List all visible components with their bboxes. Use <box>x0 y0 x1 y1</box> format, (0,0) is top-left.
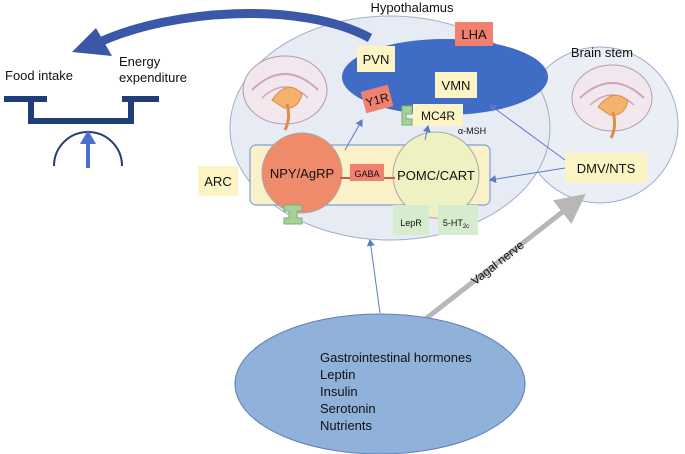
mc4r-label: MC4R <box>421 109 455 123</box>
lha-label: LHA <box>461 27 487 42</box>
alpha-msh-label: α-MSH <box>458 126 486 136</box>
energy-balance-scale <box>4 96 159 168</box>
periphery-item: Insulin <box>320 384 358 399</box>
arrow-brainstem-to-arc <box>489 167 566 184</box>
output-curved-arrow <box>98 9 373 47</box>
npy-agrp-label: NPY/AgRP <box>270 166 334 181</box>
periphery-item: Gastrointestinal hormones <box>320 350 472 365</box>
gaba-label: GABA <box>354 169 379 179</box>
periphery-item: Leptin <box>320 367 355 382</box>
y1r-label: Y1R <box>364 90 390 110</box>
mc4r-box <box>413 104 463 126</box>
brain-icon-hypothalamus <box>242 55 328 131</box>
brainstem-label: Brain stem <box>571 45 633 60</box>
arc-label: ARC <box>204 174 231 189</box>
ht2c-label: 5-HT2c <box>443 218 469 230</box>
arc-label-box <box>198 166 238 196</box>
dmv-nts-label: DMV/NTS <box>577 161 636 176</box>
pvn-label: PVN <box>363 52 390 67</box>
periphery-item: Serotonin <box>320 401 376 416</box>
arrow-periphery-to-arc <box>366 239 381 314</box>
mc4r-receptor-icon <box>401 105 413 126</box>
arrow-npy-to-pvn <box>344 119 363 151</box>
npy-receptor-icon <box>283 204 303 225</box>
pomc-cart-label: POMC/CART <box>397 168 475 183</box>
pomc-cart-neuron <box>392 131 480 219</box>
energy-expenditure-label-2: expenditure <box>119 70 187 85</box>
food-intake-label: Food intake <box>5 68 73 83</box>
vmn-label: VMN <box>442 78 471 93</box>
output-arrowhead <box>72 28 112 56</box>
ht2c-box <box>438 205 478 235</box>
ht2c-main: 5-HT <box>443 218 464 228</box>
hypothalamus-title: Hypothalamus <box>370 0 454 15</box>
vagal-nerve-label: Vagal nerve <box>468 238 527 288</box>
lepr-label: LepR <box>400 218 422 228</box>
ht2c-sub: 2c <box>463 224 469 230</box>
vmn-box <box>435 72 477 98</box>
periphery-ellipse <box>234 313 526 454</box>
brain-icon-brainstem <box>571 64 653 139</box>
dmv-nts-box <box>565 153 647 183</box>
pvn-box <box>357 46 395 72</box>
y1r-box <box>360 84 394 114</box>
arrow-pomc-to-mc4r <box>422 125 431 141</box>
lepr-box <box>393 205 429 235</box>
arrow-brainstem-to-vmn <box>489 104 566 161</box>
energy-expenditure-label-1: Energy <box>119 54 161 69</box>
gaba-box <box>350 164 384 181</box>
npy-agrp-neuron <box>261 132 343 214</box>
lha-box <box>455 22 493 46</box>
vagal-nerve-arrow <box>403 193 586 337</box>
periphery-item: Nutrients <box>320 418 373 433</box>
